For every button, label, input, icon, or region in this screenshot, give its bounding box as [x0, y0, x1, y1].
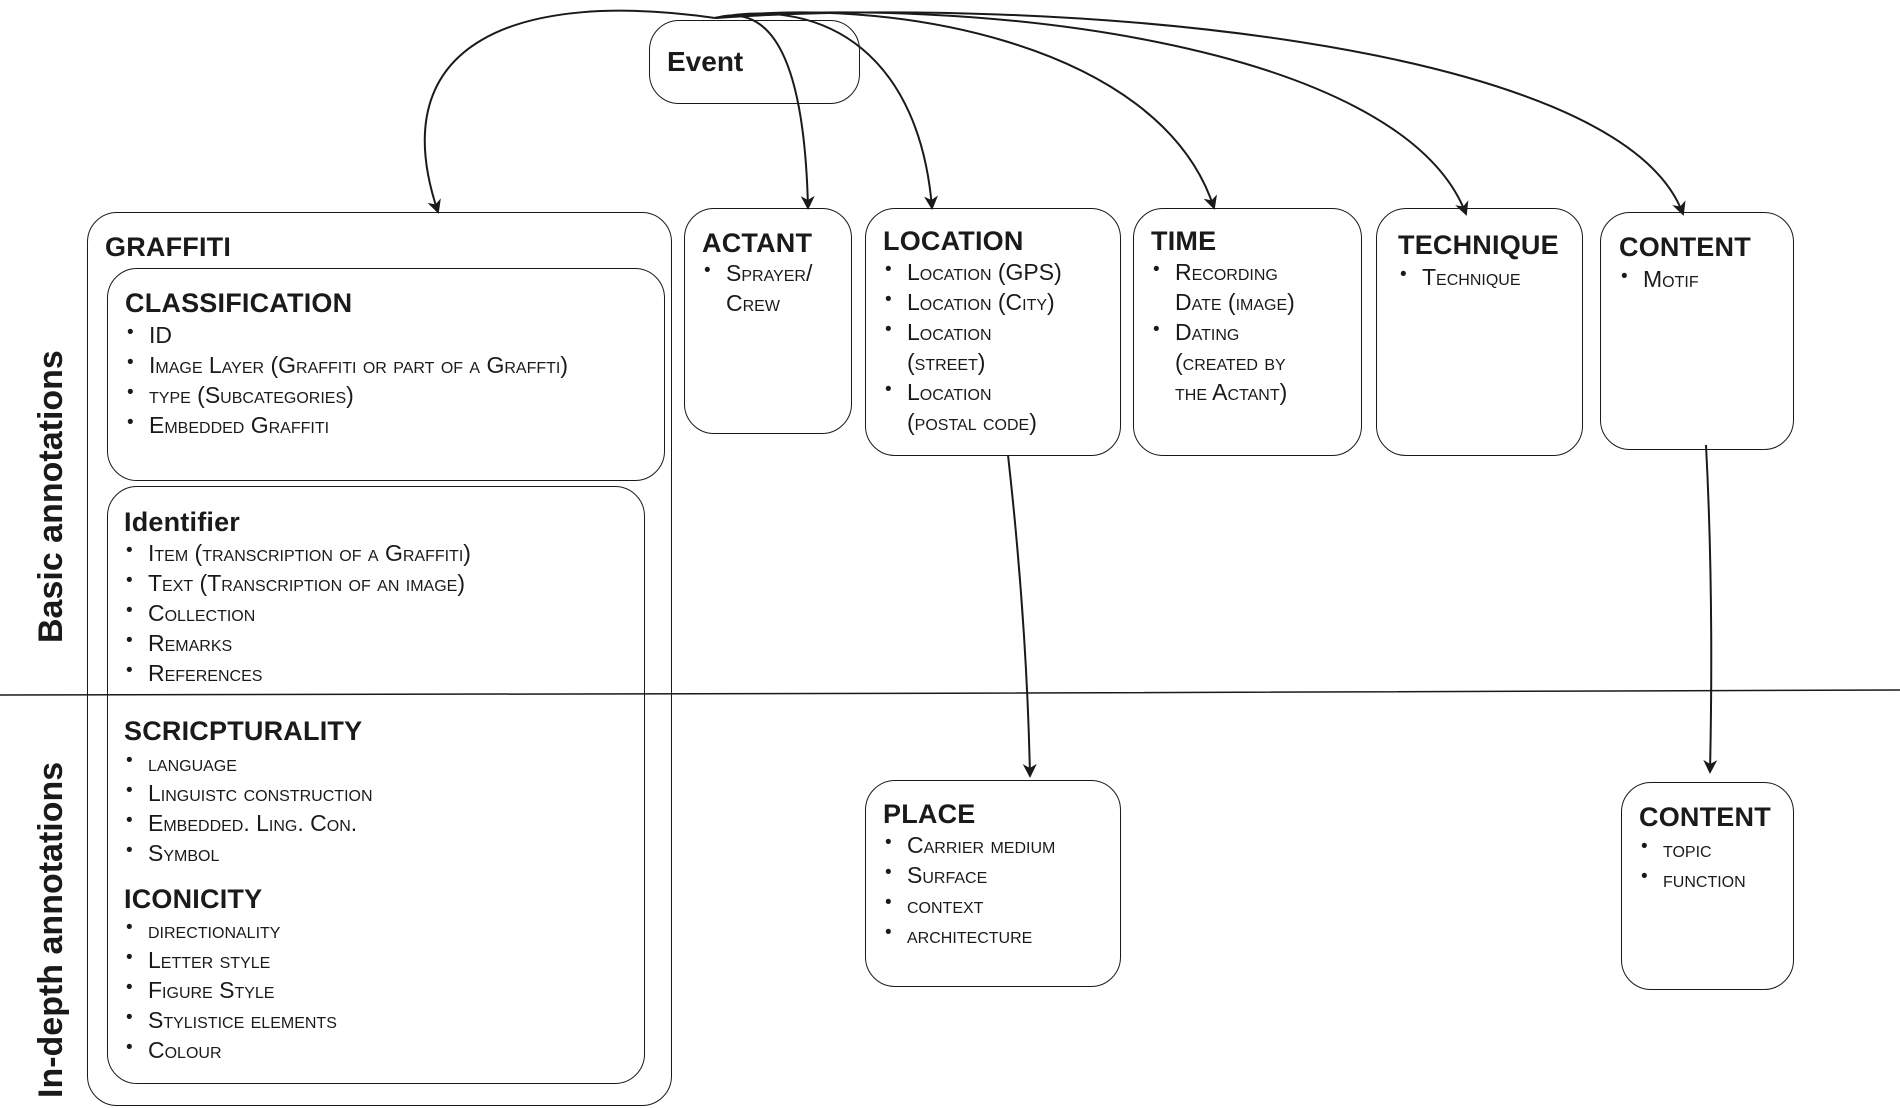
technique-list: Technique	[1398, 260, 1521, 292]
list-item: Remarks	[124, 626, 471, 658]
section-divider-line	[0, 689, 1900, 696]
list-item: language	[124, 746, 373, 778]
iconicity-list: directionality Letter style Figure Style…	[124, 913, 337, 1065]
classification-list: ID Image Layer (Graffiti or part of a Gr…	[125, 318, 568, 440]
scripturality-title: SCRICPTURALITY	[124, 716, 363, 746]
list-item: ID	[125, 318, 568, 350]
technique-title: TECHNIQUE	[1398, 230, 1559, 260]
event-box	[649, 20, 860, 104]
list-item: Embedded. Ling. Con.	[124, 806, 373, 838]
iconicity-title: ICONICITY	[124, 884, 263, 914]
content-indepth-box	[1621, 782, 1794, 990]
arrow-content-to-content	[1703, 444, 1718, 774]
list-item: Location (street)	[883, 315, 1062, 377]
place-title: PLACE	[883, 799, 976, 829]
list-item: Embedded Graffiti	[125, 408, 568, 440]
scripturality-list: language Linguistc construction Embedded…	[124, 746, 373, 868]
list-item: Stylistice elements	[124, 1003, 337, 1035]
actant-title: ACTANT	[702, 228, 813, 258]
content-indepth-list: topic function	[1639, 832, 1746, 894]
list-item: Image Layer (Graffiti or part of a Graff…	[125, 348, 568, 380]
list-item: Technique	[1398, 260, 1521, 292]
identifier-list: Item (transcription of a Graffiti) Text …	[124, 536, 471, 688]
identifier-box	[107, 486, 645, 1084]
location-title: LOCATION	[883, 226, 1024, 256]
place-box	[865, 780, 1121, 987]
arrow-event-to-graffiti	[423, 9, 716, 214]
list-item: function	[1639, 862, 1746, 894]
location-list: Location (GPS) Location (City) Location …	[883, 255, 1062, 437]
location-box	[865, 208, 1121, 456]
list-item: Dating (created by the Actant)	[1151, 315, 1295, 407]
list-item: Surface	[883, 858, 1055, 890]
list-item: directionality	[124, 913, 337, 945]
classification-box	[107, 268, 665, 481]
list-item: Linguistc construction	[124, 776, 373, 808]
actant-box	[684, 208, 852, 434]
list-item: Sprayer/ Crew	[702, 256, 812, 318]
actant-list: Sprayer/ Crew	[702, 256, 812, 318]
graffiti-box	[87, 212, 672, 1106]
arrow-event-to-content	[714, 11, 1686, 216]
content-basic-box	[1600, 212, 1794, 450]
list-item: architecture	[883, 918, 1055, 950]
list-item: Location (GPS)	[883, 255, 1062, 287]
list-item: Location (postal code)	[883, 375, 1062, 437]
list-item: References	[124, 656, 471, 688]
list-item: Colour	[124, 1033, 337, 1065]
classification-title: CLASSIFICATION	[125, 288, 353, 318]
list-item: Symbol	[124, 836, 373, 868]
time-title: TIME	[1151, 226, 1217, 256]
list-item: topic	[1639, 832, 1746, 864]
list-item: Letter style	[124, 943, 337, 975]
list-item: Collection	[124, 596, 471, 628]
list-item: Recording Date (image)	[1151, 255, 1295, 317]
list-item: Item (transcription of a Graffiti)	[124, 536, 471, 568]
list-item: context	[883, 888, 1055, 920]
list-item: Location (City)	[883, 285, 1062, 317]
content-basic-title: CONTENT	[1619, 232, 1751, 262]
basic-annotations-label: Basic annotations	[32, 350, 70, 643]
list-item: type (Subcategories)	[125, 378, 568, 410]
technique-box	[1376, 208, 1583, 456]
content-basic-list: Motif	[1619, 262, 1699, 294]
list-item: Motif	[1619, 262, 1699, 294]
event-label: Event	[667, 46, 744, 77]
list-item: Figure Style	[124, 973, 337, 1005]
content-indepth-title: CONTENT	[1639, 802, 1771, 832]
time-list: Recording Date (image) Dating (created b…	[1151, 255, 1295, 407]
list-item: Text (Transcription of an image)	[124, 566, 471, 598]
arrow-location-to-place	[1007, 454, 1037, 778]
graffiti-title: GRAFFITI	[105, 232, 232, 262]
place-list: Carrier medium Surface context architect…	[883, 828, 1055, 950]
time-box	[1133, 208, 1362, 456]
list-item: Carrier medium	[883, 828, 1055, 860]
identifier-title: Identifier	[124, 507, 241, 537]
in-depth-annotations-label: In-depth annotations	[32, 761, 70, 1098]
